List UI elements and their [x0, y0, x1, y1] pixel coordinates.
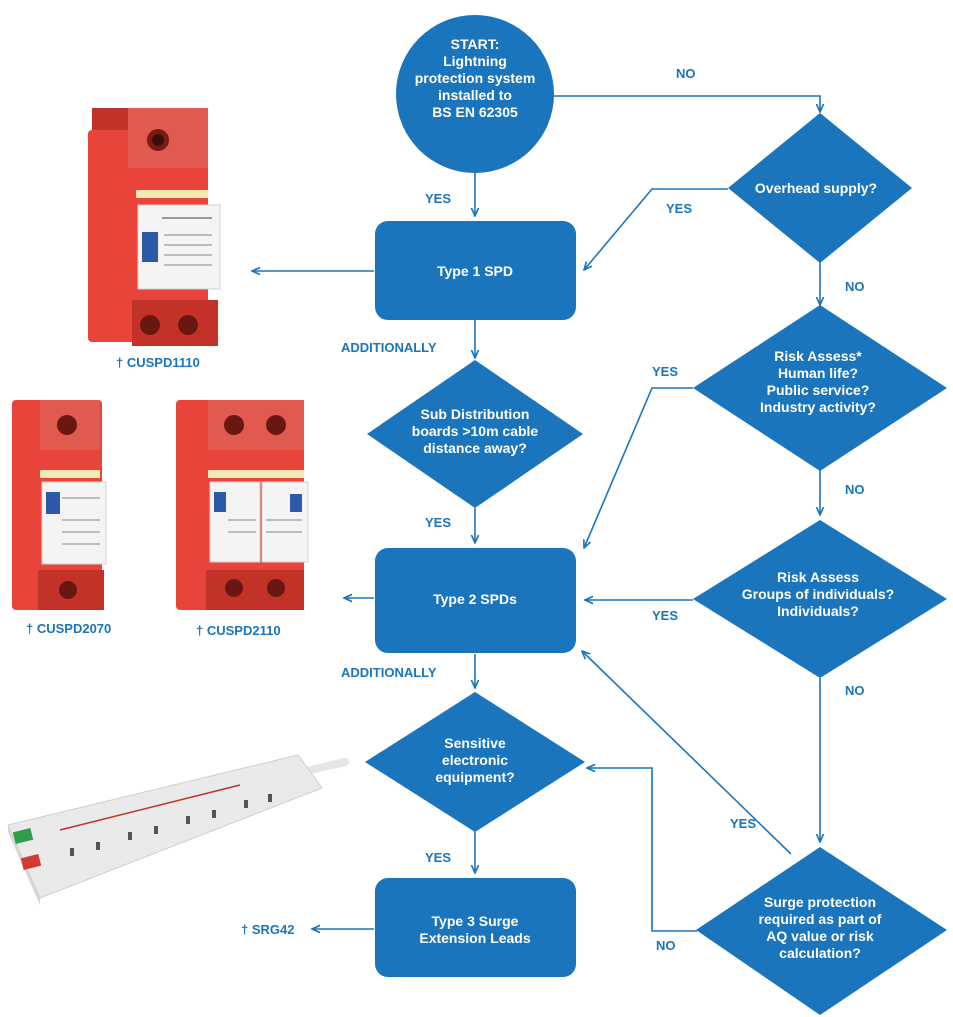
label-surge-no: NO: [656, 938, 676, 953]
node-overhead: [728, 113, 912, 263]
node-risk2: [693, 520, 947, 678]
edge-risk1-yes: [584, 387, 693, 548]
edge-start-no: [535, 95, 820, 112]
node-text-line: Risk Assess: [777, 569, 859, 585]
node-type1: [375, 221, 576, 320]
product-image-srg42: [7, 754, 349, 905]
node-text-line: Surge protection: [764, 894, 876, 910]
node-text-line: Sensitive: [444, 735, 506, 751]
node-text-line: Human life?: [778, 365, 858, 381]
label-overhead-no: NO: [845, 279, 865, 294]
edge-surge-yes: [582, 651, 792, 855]
product-label-cuspd2110: † CUSPD2110: [196, 623, 281, 638]
nodes: [365, 15, 947, 1015]
label-overhead-yes: YES: [666, 201, 692, 216]
node-type2-text: Type 2 SPDs: [433, 591, 517, 607]
node-surge: [696, 847, 947, 1015]
node-risk1-text: Risk Assess*Human life?Public service?In…: [760, 348, 876, 415]
node-text-line: Type 2 SPDs: [433, 591, 517, 607]
node-risk1: [693, 305, 947, 471]
node-text-line: START:: [451, 36, 500, 52]
label-risk1-no: NO: [845, 482, 865, 497]
node-text-line: Risk Assess*: [774, 348, 862, 364]
node-type2: [375, 548, 576, 653]
node-text-line: boards >10m cable: [412, 423, 539, 439]
product-image-cuspd2070: [12, 400, 107, 610]
node-text-line: Sub Distribution: [421, 406, 530, 422]
node-text-line: Groups of individuals?: [742, 586, 894, 602]
label-start-no: NO: [676, 66, 696, 81]
node-text-line: distance away?: [423, 440, 527, 456]
node-start: [396, 15, 554, 173]
label-risk1-yes: YES: [652, 364, 678, 379]
node-text-line: Individuals?: [777, 603, 859, 619]
node-text-line: Type 1 SPD: [437, 263, 513, 279]
label-subdist-yes: YES: [425, 515, 451, 530]
edge-surge-no: [587, 768, 697, 932]
node-overhead-text: Overhead supply?: [755, 180, 877, 196]
label-sensitive-yes: YES: [425, 850, 451, 865]
node-text-line: installed to: [438, 87, 512, 103]
node-text-line: required as part of: [759, 911, 882, 927]
label-type1-additionally: ADDITIONALLY: [341, 340, 437, 355]
node-text-line: Lightning: [443, 53, 507, 69]
node-text-line: Overhead supply?: [755, 180, 877, 196]
product-label-cuspd2070: † CUSPD2070: [26, 621, 111, 636]
edges: [252, 95, 820, 932]
node-text-line: Industry activity?: [760, 399, 876, 415]
label-start-yes: YES: [425, 191, 451, 206]
label-risk2-no: NO: [845, 683, 865, 698]
node-text-line: Type 3 Surge: [432, 913, 519, 929]
product-label-srg42: † SRG42: [241, 922, 294, 937]
node-text-line: BS EN 62305: [432, 104, 518, 120]
product-image-cuspd1110: [88, 108, 221, 346]
label-type2-additionally: ADDITIONALLY: [341, 665, 437, 680]
node-text-line: protection system: [415, 70, 536, 86]
node-text-line: AQ value or risk: [766, 928, 874, 944]
node-text-line: Public service?: [767, 382, 870, 398]
edge-overhead-yes: [584, 188, 728, 270]
node-text-line: calculation?: [779, 945, 861, 961]
edge-labels: NO YES YES NO ADDITIONALLY YES NO YES YE…: [341, 66, 865, 953]
node-type1-text: Type 1 SPD: [437, 263, 513, 279]
product-image-cuspd2110: [176, 400, 309, 610]
node-type3: [375, 878, 576, 977]
node-sensitive: [365, 692, 585, 832]
label-risk2-yes: YES: [652, 608, 678, 623]
label-surge-yes: YES: [730, 816, 756, 831]
node-subdist: [367, 360, 583, 508]
node-text-line: equipment?: [435, 769, 514, 785]
node-text-line: Extension Leads: [419, 930, 530, 946]
product-label-cuspd1110: † CUSPD1110: [116, 355, 200, 370]
node-text-line: electronic: [442, 752, 508, 768]
